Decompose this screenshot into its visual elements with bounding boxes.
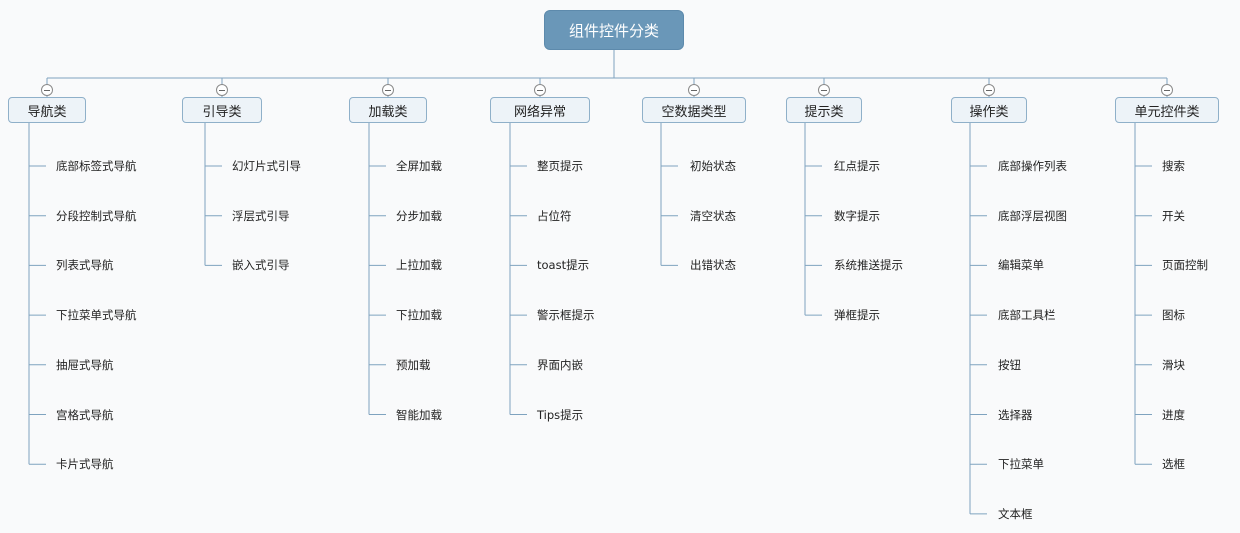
leaf-node[interactable]: 全屏加载 bbox=[396, 159, 442, 173]
category-node[interactable]: 引导类 bbox=[182, 97, 262, 123]
leaf-node[interactable]: toast提示 bbox=[537, 258, 590, 273]
collapse-toggle-icon[interactable] bbox=[818, 84, 830, 96]
leaf-node[interactable]: 选框 bbox=[1162, 457, 1185, 472]
leaf-node[interactable]: 警示框提示 bbox=[537, 308, 595, 323]
category-node[interactable]: 导航类 bbox=[8, 97, 86, 123]
category-node[interactable]: 网络异常 bbox=[490, 97, 590, 123]
leaf-node[interactable]: 界面内嵌 bbox=[537, 357, 583, 372]
leaf-node[interactable]: 智能加载 bbox=[396, 407, 442, 422]
leaf-node[interactable]: 初始状态 bbox=[690, 159, 736, 173]
leaf-node[interactable]: 分段控制式导航 bbox=[56, 208, 137, 223]
leaf-node[interactable]: 上拉加载 bbox=[396, 258, 442, 273]
leaf-node[interactable]: 滑块 bbox=[1162, 357, 1185, 372]
category-node[interactable]: 空数据类型 bbox=[642, 97, 746, 123]
leaf-node[interactable]: 下拉加载 bbox=[396, 308, 442, 323]
category-node[interactable]: 操作类 bbox=[951, 97, 1027, 123]
collapse-toggle-icon[interactable] bbox=[382, 84, 394, 96]
root-node[interactable]: 组件控件分类 bbox=[544, 10, 684, 50]
leaf-node[interactable]: 底部工具栏 bbox=[998, 308, 1056, 323]
leaf-node[interactable]: 按钮 bbox=[998, 357, 1021, 372]
leaf-node[interactable]: 卡片式导航 bbox=[56, 457, 114, 472]
leaf-node[interactable]: 红点提示 bbox=[834, 159, 880, 173]
leaf-node[interactable]: 开关 bbox=[1162, 208, 1185, 223]
leaf-node[interactable]: 预加载 bbox=[396, 357, 431, 372]
collapse-toggle-icon[interactable] bbox=[1161, 84, 1173, 96]
leaf-node[interactable]: 整页提示 bbox=[537, 159, 583, 173]
collapse-toggle-icon[interactable] bbox=[688, 84, 700, 96]
leaf-node[interactable]: 页面控制 bbox=[1162, 258, 1208, 273]
leaf-node[interactable]: 文本框 bbox=[998, 506, 1033, 521]
leaf-node[interactable]: 分步加载 bbox=[396, 208, 442, 223]
leaf-node[interactable]: 占位符 bbox=[537, 208, 572, 223]
leaf-node[interactable]: 弹框提示 bbox=[834, 308, 880, 323]
leaf-node[interactable]: 列表式导航 bbox=[56, 258, 114, 273]
category-node[interactable]: 加载类 bbox=[349, 97, 427, 123]
leaf-node[interactable]: 选择器 bbox=[998, 407, 1033, 422]
leaf-node[interactable]: 底部标签式导航 bbox=[56, 159, 137, 173]
leaf-node[interactable]: 底部浮层视图 bbox=[998, 208, 1067, 223]
leaf-node[interactable]: 清空状态 bbox=[690, 208, 736, 223]
leaf-node[interactable]: 底部操作列表 bbox=[998, 159, 1067, 173]
collapse-toggle-icon[interactable] bbox=[41, 84, 53, 96]
leaf-node[interactable]: 系统推送提示 bbox=[834, 258, 903, 273]
leaf-node[interactable]: 宫格式导航 bbox=[56, 407, 114, 422]
leaf-node[interactable]: 嵌入式引导 bbox=[232, 258, 290, 273]
category-node[interactable]: 提示类 bbox=[786, 97, 862, 123]
leaf-node[interactable]: 图标 bbox=[1162, 308, 1185, 323]
leaf-node[interactable]: 搜索 bbox=[1162, 159, 1185, 173]
collapse-toggle-icon[interactable] bbox=[534, 84, 546, 96]
leaf-node[interactable]: 进度 bbox=[1162, 407, 1185, 422]
leaf-node[interactable]: 编辑菜单 bbox=[998, 258, 1044, 273]
collapse-toggle-icon[interactable] bbox=[216, 84, 228, 96]
leaf-node[interactable]: 出错状态 bbox=[690, 258, 736, 273]
leaf-node[interactable]: Tips提示 bbox=[537, 407, 584, 422]
leaf-node[interactable]: 数字提示 bbox=[834, 208, 880, 223]
collapse-toggle-icon[interactable] bbox=[983, 84, 995, 96]
leaf-node[interactable]: 浮层式引导 bbox=[232, 208, 290, 223]
leaf-node[interactable]: 下拉菜单 bbox=[998, 457, 1044, 472]
leaf-node[interactable]: 抽屉式导航 bbox=[56, 357, 114, 372]
leaf-node[interactable]: 下拉菜单式导航 bbox=[56, 308, 137, 323]
leaf-node[interactable]: 幻灯片式引导 bbox=[232, 159, 301, 173]
category-node[interactable]: 单元控件类 bbox=[1115, 97, 1219, 123]
